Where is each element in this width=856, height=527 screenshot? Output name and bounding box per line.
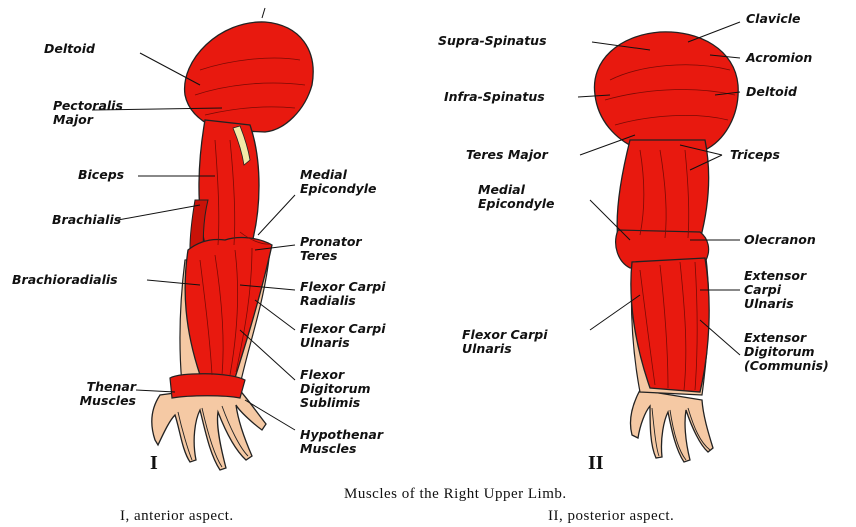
posterior-hand (630, 390, 713, 462)
posterior-triceps (617, 140, 708, 240)
label-acromion: Acromion (746, 51, 812, 65)
label-pectoralis-major: Pectoralis Major (53, 99, 113, 127)
caption-anterior: I, anterior aspect. (120, 508, 234, 525)
label-triceps: Triceps (730, 148, 780, 162)
label-brachialis: Brachialis (52, 213, 121, 227)
caption-title: Muscles of the Right Upper Limb. (344, 486, 567, 503)
label-infra-spinatus: Infra-Spinatus (444, 90, 545, 104)
label-brachioradialis: Brachioradialis (12, 273, 118, 287)
label-pronator-teres: Pronator Teres (300, 235, 362, 263)
label-deltoid-posterior: Deltoid (746, 85, 797, 99)
anterior-wrist (170, 374, 245, 398)
label-extensor-carpi-ulnaris: Extensor Carpi Ulnaris (744, 269, 806, 311)
label-biceps: Biceps (78, 168, 124, 182)
label-deltoid-anterior: Deltoid (44, 42, 95, 56)
anterior-hand (152, 385, 266, 470)
label-flexor-digitorum-sublimis: Flexor Digitorum Sublimis (300, 368, 371, 410)
label-hypothenar-muscles: Hypothenar Muscles (300, 428, 383, 456)
label-roman-two: II (588, 452, 604, 475)
label-olecranon: Olecranon (744, 233, 816, 247)
anterior-biceps (199, 120, 259, 250)
label-medial-epicondyle-anterior: Medial Epicondyle (300, 168, 377, 196)
posterior-deltoid (594, 32, 738, 150)
label-medial-epicondyle-posterior: Medial Epicondyle (478, 183, 555, 211)
posterior-arm-drawing (594, 32, 738, 462)
anterior-deltoid (185, 22, 314, 132)
label-flexor-carpi-ulnaris-posterior: Flexor Carpi Ulnaris (462, 328, 547, 356)
label-flexor-carpi-radialis: Flexor Carpi Radialis (300, 280, 385, 308)
label-supra-spinatus: Supra-Spinatus (438, 34, 547, 48)
label-roman-one: I (150, 452, 158, 475)
label-teres-major: Teres Major (466, 148, 548, 162)
label-extensor-digitorum-communis: Extensor Digitorum (Communis) (744, 331, 829, 373)
label-thenar-muscles: Thenar Muscles (60, 380, 136, 408)
label-flexor-carpi-ulnaris-anterior: Flexor Carpi Ulnaris (300, 322, 385, 350)
label-clavicle: Clavicle (746, 12, 801, 26)
caption-posterior: II, posterior aspect. (548, 508, 674, 525)
